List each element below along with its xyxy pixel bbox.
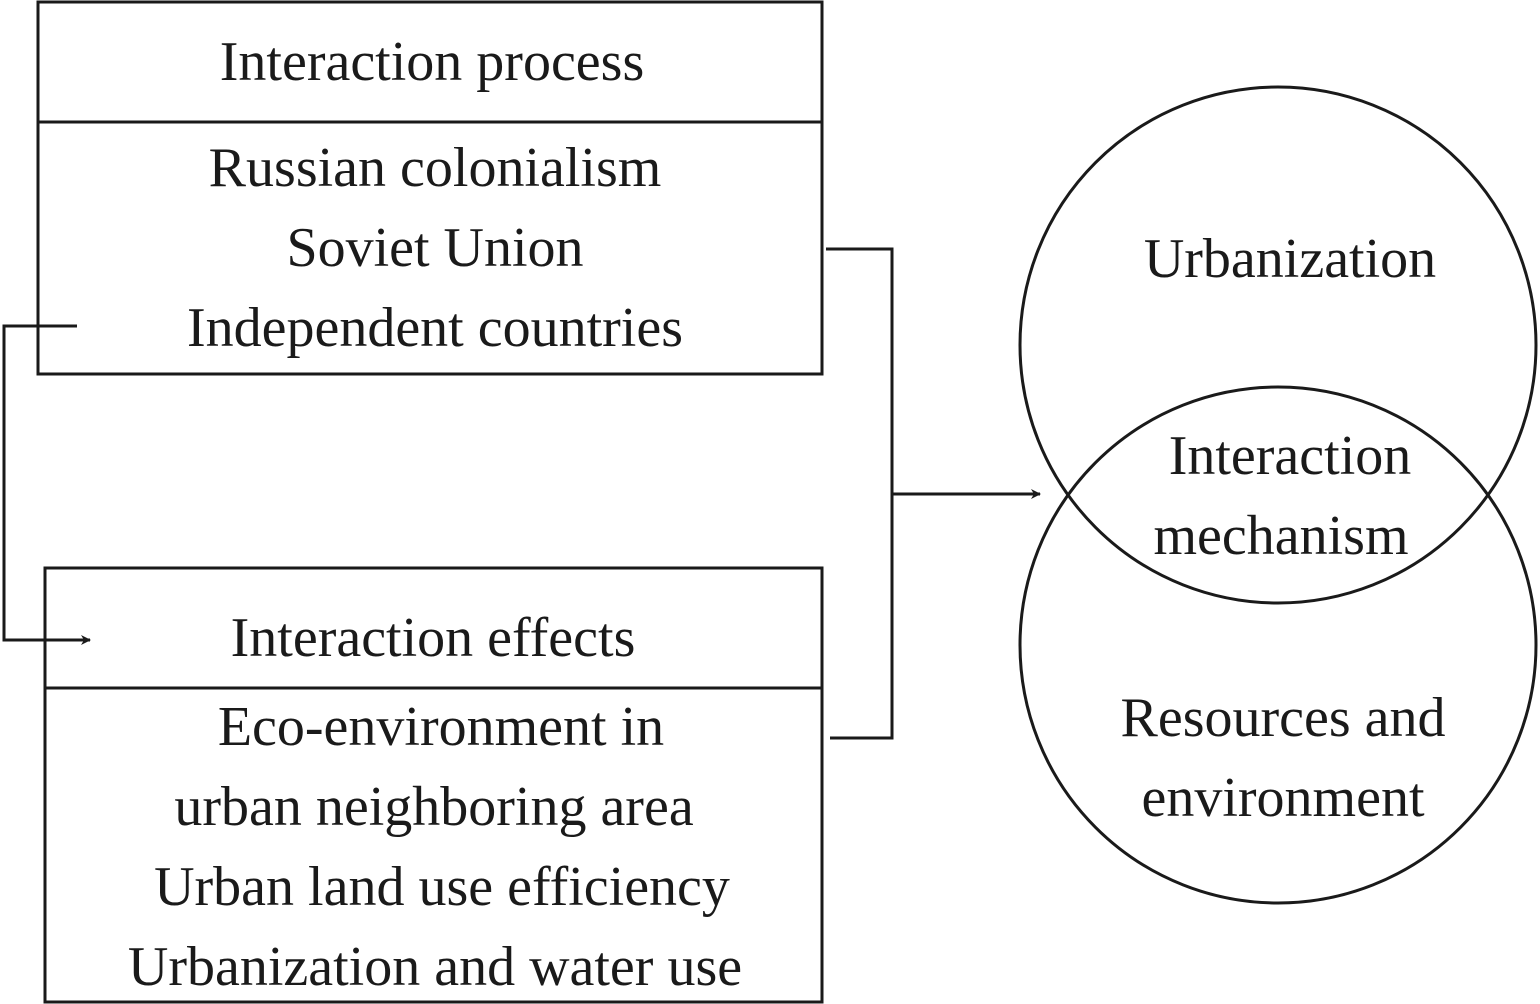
process-box: Interaction process Russian colonialism … bbox=[36, 0, 824, 376]
effects-item: urban neighboring area bbox=[174, 776, 693, 838]
effects-box: Interaction effects Eco-environment in u… bbox=[43, 566, 824, 1004]
process-item: Russian colonialism bbox=[209, 137, 662, 199]
effects-item: Urban land use efficiency bbox=[154, 856, 730, 918]
process-item: Soviet Union bbox=[286, 217, 583, 279]
overlap-label-line: Interaction bbox=[1169, 425, 1412, 487]
process-to-bracket-line bbox=[826, 247, 894, 740]
resources-circle bbox=[1018, 385, 1538, 905]
effects-item: Eco-environment in bbox=[218, 696, 664, 758]
effects-box-header: Interaction effects bbox=[231, 607, 636, 669]
venn-diagram: Urbanization Interaction mechanism Resou… bbox=[1018, 85, 1538, 905]
resources-label-line: Resources and bbox=[1120, 687, 1445, 749]
process-item: Independent countries bbox=[187, 297, 683, 359]
process-box-header: Interaction process bbox=[220, 31, 644, 93]
urbanization-label: Urbanization bbox=[1144, 228, 1436, 290]
urbanization-circle bbox=[1018, 85, 1538, 605]
effects-box-frame bbox=[43, 566, 824, 1004]
overlap-label-line: mechanism bbox=[1153, 505, 1408, 567]
resources-label-line: environment bbox=[1141, 767, 1424, 829]
process-box-frame bbox=[36, 0, 824, 376]
effects-item: Urbanization and water use bbox=[128, 936, 742, 998]
process-to-effects-connector bbox=[2, 324, 91, 645]
